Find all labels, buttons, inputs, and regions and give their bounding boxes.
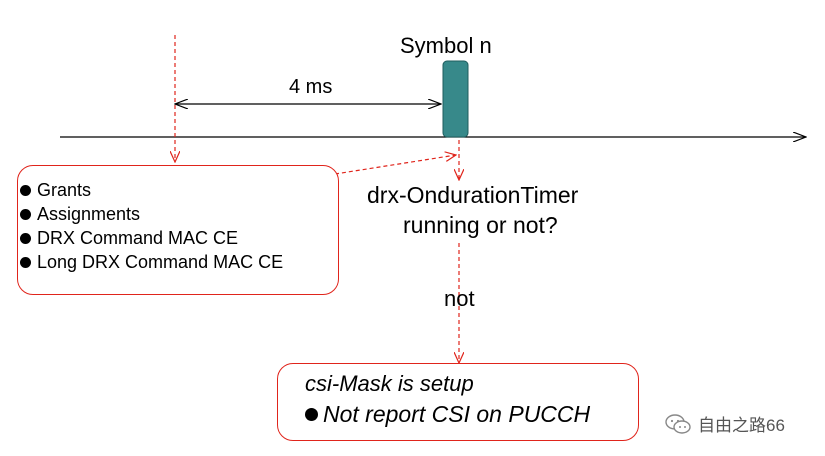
- event-item: Assignments: [20, 202, 283, 226]
- event-item-label: Grants: [37, 180, 92, 200]
- result-line-2: Not report CSI on PUCCH: [323, 401, 591, 427]
- events-box: [17, 165, 339, 295]
- bullet-icon: [305, 408, 318, 421]
- bullet-icon: [20, 208, 31, 220]
- event-item-label: DRX Command MAC CE: [37, 228, 239, 248]
- watermark-text: 自由之路66: [698, 416, 785, 435]
- result-box: [277, 363, 639, 441]
- result-line-1: csi-Mask is setup: [305, 371, 474, 396]
- bullet-icon: [20, 232, 31, 244]
- events-list: Grants Assignments DRX Command MAC CE Lo…: [20, 178, 283, 274]
- event-item-label: Long DRX Command MAC CE: [37, 252, 284, 272]
- event-item: DRX Command MAC CE: [20, 226, 283, 250]
- wechat-icon: [664, 413, 692, 435]
- event-item-label: Assignments: [37, 204, 141, 224]
- symbol-label: Symbol n: [400, 33, 492, 58]
- event-item: Long DRX Command MAC CE: [20, 250, 283, 274]
- question-line-1: drx-OndurationTimer: [367, 182, 579, 208]
- branch-label: not: [444, 286, 475, 311]
- question-line-2: running or not?: [403, 212, 558, 238]
- interval-label: 4 ms: [289, 76, 333, 98]
- symbol-n-block: [442, 60, 469, 138]
- watermark: 自由之路66: [664, 411, 785, 436]
- result-line-2-row: Not report CSI on PUCCH: [305, 401, 590, 428]
- box-to-symbol-dashed-arrow: [334, 155, 456, 175]
- event-item: Grants: [20, 178, 283, 202]
- bullet-icon: [20, 184, 31, 196]
- bullet-icon: [20, 256, 31, 268]
